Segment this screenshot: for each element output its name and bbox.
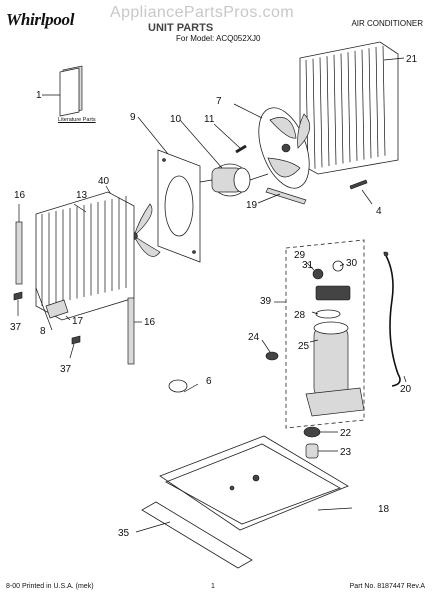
product-type: AIR CONDITIONER: [351, 19, 423, 28]
callout-9: 9: [130, 112, 136, 123]
condenser-fan-part: [233, 103, 311, 189]
brand-logo: Whirlpool: [6, 10, 75, 29]
callout-28: 28: [294, 310, 306, 321]
mounting-rod-part: [257, 187, 307, 205]
callout-35: 35: [118, 528, 130, 539]
spacer-part: [305, 443, 338, 459]
base-pan-part: [159, 435, 353, 531]
condenser-coil-part: [299, 41, 405, 175]
callout-8: 8: [40, 326, 46, 337]
callout-17: 17: [72, 316, 84, 327]
callout-40: 40: [98, 176, 110, 187]
literature-booklet-part: [42, 65, 83, 117]
evaporator-coil-part: [35, 191, 135, 321]
fastener-upper-part: [13, 291, 23, 316]
callout-39: 39: [260, 296, 272, 307]
model-line: For Model: ACQ052XJ0: [176, 34, 261, 43]
footer-part-number: Part No. 8187447 Rev.A: [349, 583, 425, 590]
cable-tie-part: [168, 379, 199, 393]
callout-21: 21: [406, 54, 418, 65]
callout-31: 31: [302, 260, 314, 271]
callout-1: 1: [36, 90, 42, 101]
motor-bolt-part: [213, 123, 247, 154]
callout-23: 23: [340, 447, 352, 458]
callout-20: 20: [400, 384, 412, 395]
callout-6: 6: [206, 376, 212, 387]
footer-print-info: 8-00 Printed in U.S.A. (mek): [6, 583, 94, 590]
callout-10: 10: [170, 114, 182, 125]
callout-19: 19: [246, 200, 258, 211]
drain-tube-right-part: [127, 297, 142, 365]
callout-29: 29: [294, 250, 306, 261]
bracket-part: [35, 287, 71, 331]
footer-page-number: 1: [211, 583, 215, 590]
callout-4: 4: [376, 206, 382, 217]
callout-30: 30: [346, 258, 358, 269]
screw-part: [349, 179, 373, 205]
fastener-lower-part: [69, 335, 81, 359]
callout-37: 37: [10, 322, 22, 333]
callout-25: 25: [298, 341, 310, 352]
callout-18: 18: [378, 504, 390, 515]
callout-11: 11: [204, 114, 215, 125]
wire-harness-part: [383, 251, 407, 387]
fan-shroud-part: [137, 116, 201, 263]
callout-16: 16: [14, 190, 26, 201]
callout-22: 22: [340, 428, 352, 439]
section-title: UNIT PARTS: [148, 22, 214, 34]
literature-parts-label: Literature Parts: [58, 117, 96, 123]
callout-16: 16: [144, 317, 156, 328]
callout-24: 24: [248, 332, 260, 343]
grommet-part: [303, 426, 338, 438]
grommet-nut-part: [261, 339, 279, 361]
compressor-assembly-part: [274, 239, 365, 429]
fan-motor-part: [179, 119, 269, 197]
callout-37: 37: [60, 364, 72, 375]
watermark: AppliancePartsPros.com: [110, 4, 294, 21]
drain-tube-left-part: [15, 204, 23, 285]
callout-7: 7: [216, 96, 222, 107]
base-gasket-part: [135, 501, 253, 569]
callout-13: 13: [76, 190, 88, 201]
